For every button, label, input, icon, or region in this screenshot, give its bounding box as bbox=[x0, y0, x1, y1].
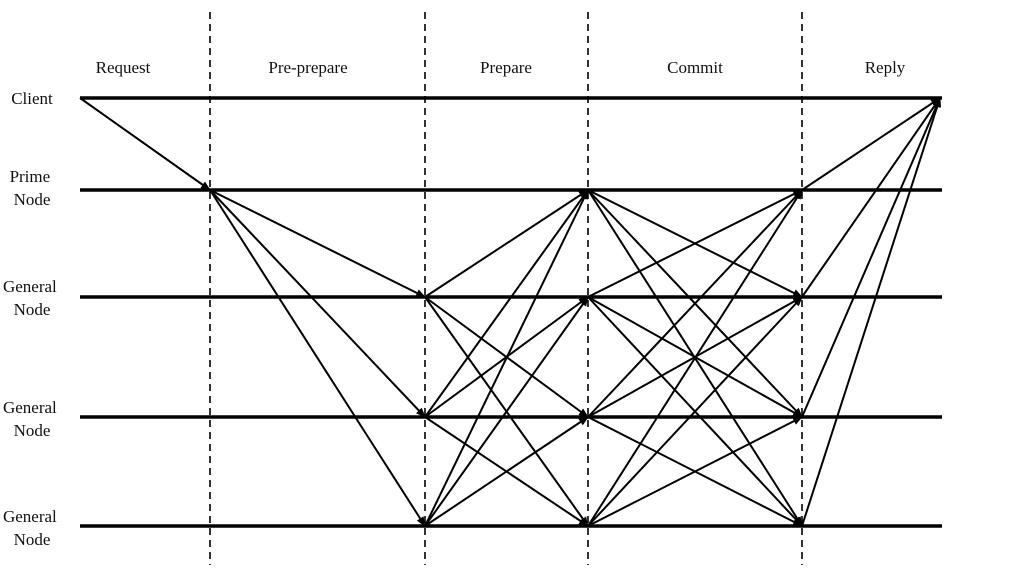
prepare-message-arrow bbox=[424, 416, 589, 527]
commit-message-arrow bbox=[587, 189, 803, 527]
node-label-prime-node: Prime Node bbox=[10, 167, 55, 209]
node-label-general-node-1: General Node bbox=[3, 277, 61, 319]
reply-message-arrow bbox=[801, 97, 941, 418]
commit-message-arrow bbox=[587, 189, 803, 298]
pre-prepare-message-arrow bbox=[209, 189, 426, 527]
request-message-arrow bbox=[79, 97, 211, 191]
prepare-message-arrow bbox=[424, 296, 589, 527]
prepare-message-arrow bbox=[424, 189, 589, 298]
node-label-client: Client bbox=[11, 89, 53, 108]
pre-prepare-message-arrow bbox=[209, 189, 426, 418]
phase-label-prepare: Prepare bbox=[480, 58, 532, 77]
commit-message-arrow bbox=[587, 296, 803, 527]
prepare-message-arrow bbox=[424, 189, 589, 418]
reply-message-arrow bbox=[801, 97, 942, 527]
commit-message-arrow bbox=[587, 416, 803, 527]
message-arrows bbox=[79, 97, 942, 527]
phase-label-request: Request bbox=[96, 58, 151, 77]
reply-message-arrow bbox=[801, 97, 941, 298]
phase-labels: Request Pre-prepare Prepare Commit Reply bbox=[96, 58, 906, 77]
node-labels: Client Prime Node General Node General N… bbox=[3, 89, 61, 549]
commit-message-arrow bbox=[587, 189, 803, 418]
phase-label-commit: Commit bbox=[667, 58, 723, 77]
node-label-general-node-3: General Node bbox=[3, 507, 61, 549]
pre-prepare-message-arrow bbox=[209, 189, 426, 298]
prepare-message-arrow bbox=[424, 189, 589, 527]
node-label-general-node-2: General Node bbox=[3, 398, 61, 440]
phase-label-pre-prepare: Pre-prepare bbox=[268, 58, 347, 77]
phase-label-reply: Reply bbox=[865, 58, 906, 77]
phase-dividers bbox=[209, 12, 803, 565]
reply-message-arrow bbox=[801, 97, 941, 191]
